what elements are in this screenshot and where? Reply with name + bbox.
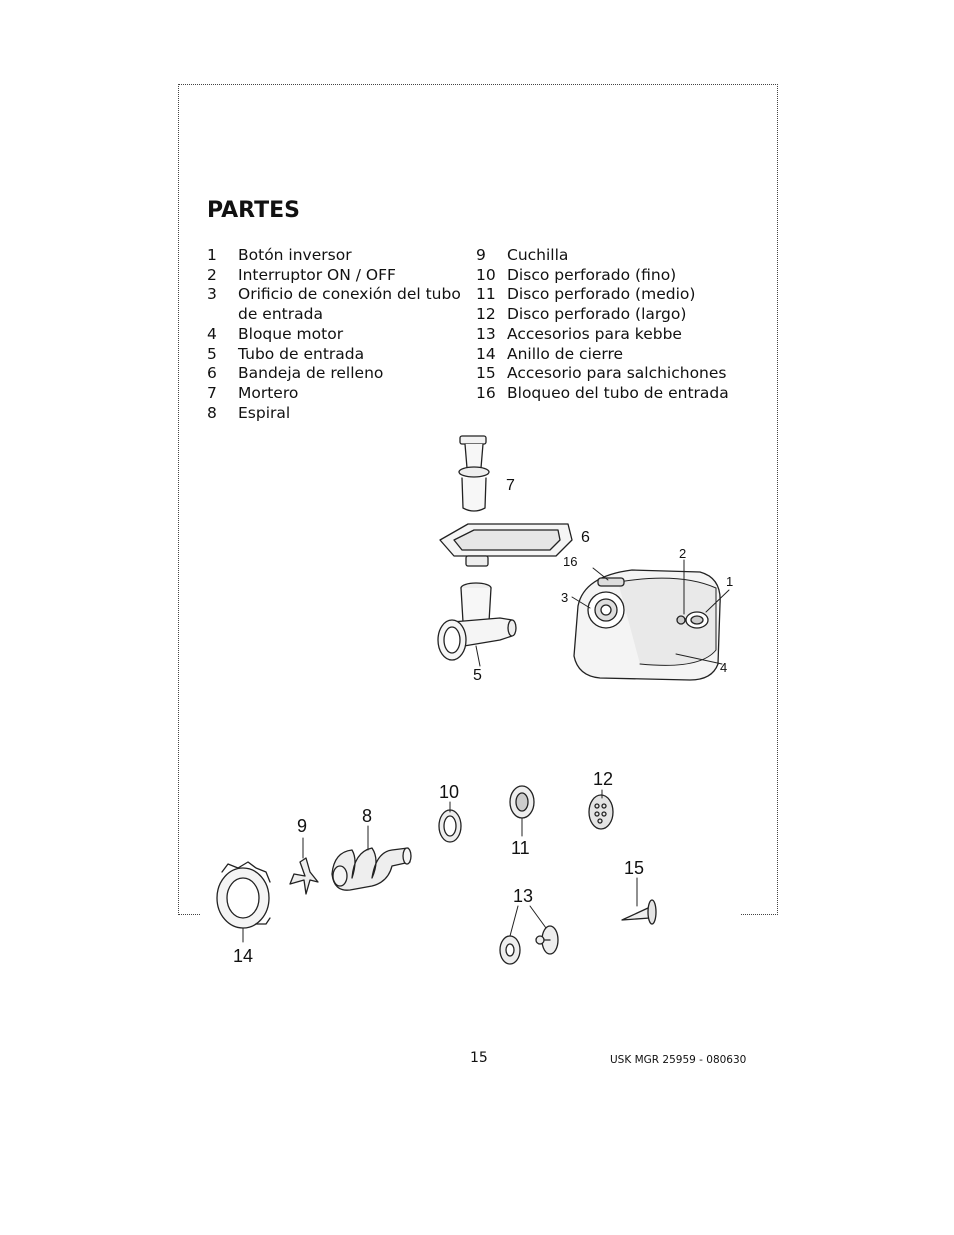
feeding-tube-part-drawing — [437, 582, 517, 661]
kebbe-attachments-drawing — [499, 925, 559, 965]
parts-list-item: 3 Orificio de conexión del tubo de entrad… — [207, 285, 472, 324]
parts-list-item: 16 Bloqueo del tubo de entrada — [476, 384, 756, 404]
part-number: 1 — [207, 246, 217, 264]
callout-3: 3 — [561, 590, 568, 605]
part-number: 13 — [476, 324, 496, 343]
locking-ring-drawing — [216, 861, 271, 929]
callout-8: 8 — [362, 806, 372, 826]
callout-9: 9 — [297, 816, 307, 836]
callout-13: 13 — [513, 886, 533, 906]
parts-list-item: 14 Anillo de cierre — [476, 345, 756, 365]
worm-drawing — [331, 847, 412, 891]
part-label: Botón inversor — [238, 246, 352, 264]
pusher-part-drawing — [458, 435, 490, 512]
part-number: 11 — [476, 285, 496, 304]
frame-gap — [200, 905, 740, 925]
parts-list-item: 10 Disco perforado (fino) — [476, 266, 756, 286]
part-label: Interruptor ON / OFF — [238, 265, 396, 284]
callout-11: 11 — [511, 838, 530, 858]
callout-10: 10 — [439, 782, 459, 802]
callout-4: 4 — [720, 660, 727, 675]
part-label: Bloqueo del tubo de entrada — [507, 383, 729, 402]
parts-list-item: 6 Bandeja de relleno — [207, 364, 472, 384]
fine-disc-drawing — [438, 809, 462, 843]
document-code: USK MGR 25959 - 080630 — [610, 1054, 747, 1066]
part-label: Disco perforado (fino) — [507, 265, 677, 284]
part-label: Disco perforado (medio) — [507, 285, 696, 304]
tray-part-drawing — [439, 523, 573, 567]
sausage-attachment-drawing — [621, 899, 657, 925]
part-number: 5 — [207, 344, 217, 363]
callout-16: 16 — [563, 554, 577, 569]
callout-1: 1 — [726, 574, 733, 589]
callout-14: 14 — [233, 946, 253, 966]
parts-list-item: 5 Tubo de entrada — [207, 345, 472, 365]
parts-list-left: 1 Botón inversor 2 Interruptor ON / OFF 3 O… — [207, 246, 472, 423]
medium-disc-drawing — [509, 785, 535, 819]
callout-12: 12 — [593, 769, 613, 789]
part-label: Mortero — [238, 383, 299, 402]
part-number: 12 — [476, 305, 496, 324]
part-label: Disco perforado (largo) — [507, 305, 687, 324]
part-label: Accesorios para kebbe — [507, 324, 682, 343]
knife-drawing — [289, 857, 319, 895]
callout-6: 6 — [581, 529, 590, 546]
parts-list-item: 12 Disco perforado (largo) — [476, 305, 756, 325]
part-label: Tubo de entrada — [238, 344, 365, 363]
parts-list-item: 7 Mortero — [207, 384, 472, 404]
parts-list-item: 4 Bloque motor — [207, 325, 472, 345]
part-number: 6 — [207, 364, 217, 383]
part-label: Accesorio para salchichones — [507, 364, 727, 383]
part-number: 4 — [207, 324, 217, 343]
parts-list-item: 2 Interruptor ON / OFF — [207, 266, 472, 286]
parts-list-item: 9 Cuchilla — [476, 246, 756, 266]
part-number: 8 — [207, 403, 217, 422]
part-number: 3 — [207, 285, 217, 304]
part-number: 10 — [476, 265, 496, 284]
part-label: Anillo de cierre — [507, 344, 624, 363]
callout-5: 5 — [473, 667, 482, 684]
parts-list-item: 1 Botón inversor — [207, 246, 472, 266]
part-label: Bandeja de relleno — [238, 364, 384, 383]
parts-list-item: 15 Accesorio para salchichones — [476, 364, 756, 384]
motor-block-drawing — [573, 569, 721, 681]
page-number: 15 — [470, 1050, 488, 1066]
part-label: Espiral — [238, 403, 291, 422]
coarse-disc-drawing — [588, 794, 614, 830]
part-label: Orificio de conexión del tubo de entrada — [238, 285, 461, 324]
parts-list-item: 13 Accesorios para kebbe — [476, 325, 756, 345]
callout-2: 2 — [679, 546, 686, 561]
part-number: 14 — [476, 344, 496, 363]
parts-list-item: 8 Espiral — [207, 404, 472, 424]
part-label: Cuchilla — [507, 246, 569, 264]
callout-15: 15 — [624, 858, 644, 878]
page-title: PARTES — [207, 198, 300, 223]
part-number: 7 — [207, 383, 217, 402]
part-number: 15 — [476, 364, 496, 383]
part-number: 9 — [476, 246, 486, 264]
callout-7: 7 — [506, 477, 515, 494]
parts-list-item: 11 Disco perforado (medio) — [476, 285, 756, 305]
part-number: 2 — [207, 265, 217, 284]
part-label: Bloque motor — [238, 324, 344, 343]
part-number: 16 — [476, 383, 496, 402]
